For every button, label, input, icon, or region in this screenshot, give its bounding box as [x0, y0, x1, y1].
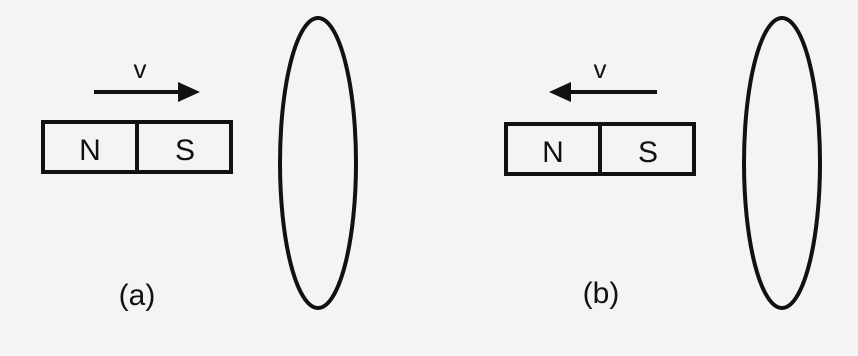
velocity-label-b: v	[594, 54, 607, 84]
bar-magnet-a: N S	[41, 120, 233, 174]
conducting-loop-b	[742, 16, 822, 310]
caption-b: (b)	[583, 277, 620, 310]
north-pole-label-a: N	[79, 134, 101, 167]
panel-a: v N S (a)	[41, 16, 358, 312]
caption-a: (a)	[119, 279, 156, 312]
velocity-arrow-b	[549, 82, 657, 102]
velocity-arrow-a	[94, 82, 200, 102]
conducting-loop-a	[278, 16, 358, 310]
panel-b: v N S (b)	[504, 16, 822, 310]
south-pole-label-a: S	[175, 134, 195, 167]
bar-magnet-b: N S	[504, 122, 696, 176]
north-pole-label-b: N	[542, 136, 564, 169]
velocity-label-a: v	[134, 54, 147, 84]
south-pole-label-b: S	[638, 136, 658, 169]
